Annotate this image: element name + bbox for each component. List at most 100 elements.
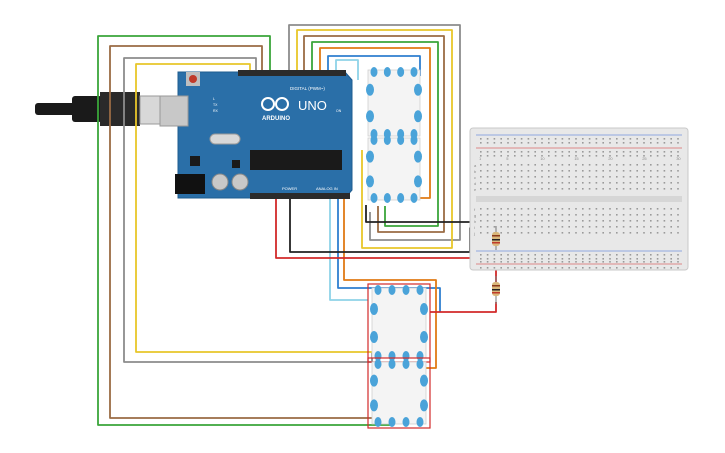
breadboard-row-label: b — [474, 169, 477, 174]
segment-led — [414, 150, 422, 163]
breadboard-row-label: g — [474, 213, 476, 218]
segment-led — [420, 399, 428, 412]
segment-led — [366, 83, 374, 96]
segment-led — [366, 110, 374, 123]
segment-led — [420, 374, 428, 387]
breadboard-column-label: 10 — [540, 156, 545, 161]
segment-led — [383, 135, 391, 145]
segment-led — [416, 417, 424, 427]
segment-led — [414, 175, 422, 188]
seven-segment-digit[interactable] — [367, 283, 431, 363]
resistor-top[interactable] — [492, 226, 500, 250]
wire-black-display[interactable] — [365, 205, 480, 223]
wire-blue-top[interactable] — [327, 55, 421, 76]
breadboard-row-label: f — [474, 207, 476, 212]
wire-lightblue-top[interactable] — [335, 59, 359, 80]
breadboard-column-label: 30 — [676, 156, 681, 161]
wire-brown-top[interactable] — [303, 35, 445, 233]
segment-led — [397, 67, 405, 77]
model-text: UNO — [298, 98, 327, 113]
small-ic — [232, 160, 240, 168]
segment-led — [366, 150, 374, 163]
segment-led — [366, 175, 374, 188]
segment-led — [370, 331, 378, 343]
breadboard-holes — [480, 138, 679, 269]
segment-led — [410, 193, 418, 203]
segment-led — [397, 193, 405, 203]
resistor-bottom[interactable] — [492, 276, 500, 304]
wire-red-5v[interactable] — [275, 195, 480, 259]
wire-yellow-left[interactable] — [135, 63, 380, 353]
reset-button-cap[interactable] — [189, 75, 197, 83]
segment-led — [370, 303, 378, 315]
breadboard-column-label: 15 — [574, 156, 579, 161]
wire-red-resistor[interactable] — [430, 302, 497, 313]
segment-led — [374, 417, 382, 427]
segment-led — [416, 359, 424, 369]
seven-segment-digit[interactable] — [366, 135, 422, 203]
segment-led — [420, 331, 428, 343]
regulator — [190, 156, 200, 166]
crystal — [209, 133, 241, 145]
segment-led — [370, 399, 378, 412]
logo-text: ARDUINO — [262, 116, 290, 122]
segment-led — [410, 67, 418, 77]
segment-led — [388, 417, 396, 427]
wire-yellow-top[interactable] — [296, 29, 453, 249]
wire-grey-left[interactable] — [123, 57, 373, 363]
segment-led — [370, 193, 378, 203]
digital-label: DIGITAL (PWM~) — [290, 86, 325, 91]
breadboard-column-label: 5 — [506, 156, 509, 161]
wire-orange-top[interactable] — [319, 47, 431, 199]
segment-led — [414, 110, 422, 123]
segment-led — [397, 135, 405, 145]
breadboard-row-label: j — [473, 231, 475, 236]
seven-segment-digit[interactable] — [366, 67, 422, 139]
segment-led — [414, 83, 422, 96]
on-label: ON — [336, 109, 342, 113]
segment-led — [383, 193, 391, 203]
segment-led — [416, 285, 424, 295]
wire-grey-top[interactable] — [288, 24, 461, 241]
usb-port — [159, 95, 189, 127]
atmega-chip — [250, 150, 342, 170]
segment-led — [402, 285, 410, 295]
segment-led — [410, 135, 418, 145]
segment-led — [370, 67, 378, 77]
segment-led — [402, 417, 410, 427]
arduino-logo: ARDUINO UNO — [261, 97, 327, 122]
segment-led — [374, 359, 382, 369]
segment-led — [402, 359, 410, 369]
breadboard-row-label: h — [474, 219, 476, 224]
breadboard-row-label: i — [474, 225, 475, 230]
breadboard-row-label: c — [474, 175, 476, 180]
capacitor — [231, 173, 249, 191]
breadboard-column-label: 20 — [608, 156, 613, 161]
l-label: L — [213, 97, 215, 101]
digital-header[interactable] — [238, 70, 346, 76]
seven-segment-displays — [366, 67, 431, 429]
analog-label: ANALOG IN — [316, 186, 338, 191]
rx-label: RX — [213, 109, 219, 113]
power-label: POWER — [282, 186, 297, 191]
segment-led — [388, 359, 396, 369]
power-jack — [175, 174, 205, 194]
arduino-uno-board[interactable]: ARDUINO UNO DIGITAL (PWM~) POWER ANALOG … — [159, 70, 353, 199]
breadboard-row-label: d — [474, 181, 476, 186]
wire-black-gnd[interactable] — [289, 195, 478, 253]
segment-led — [388, 285, 396, 295]
segment-led — [374, 285, 382, 295]
breadboard-row-label: a — [474, 163, 477, 168]
segment-led — [370, 374, 378, 387]
seven-segment-digit[interactable] — [367, 357, 431, 429]
breadboard-row-label: e — [474, 187, 477, 192]
tx-label: TX — [213, 103, 218, 107]
breadboard-column-label: 1 — [479, 156, 482, 161]
segment-led — [420, 303, 428, 315]
capacitor — [211, 173, 229, 191]
breadboard-column-label: 25 — [642, 156, 647, 161]
power-analog-header[interactable] — [250, 193, 350, 199]
